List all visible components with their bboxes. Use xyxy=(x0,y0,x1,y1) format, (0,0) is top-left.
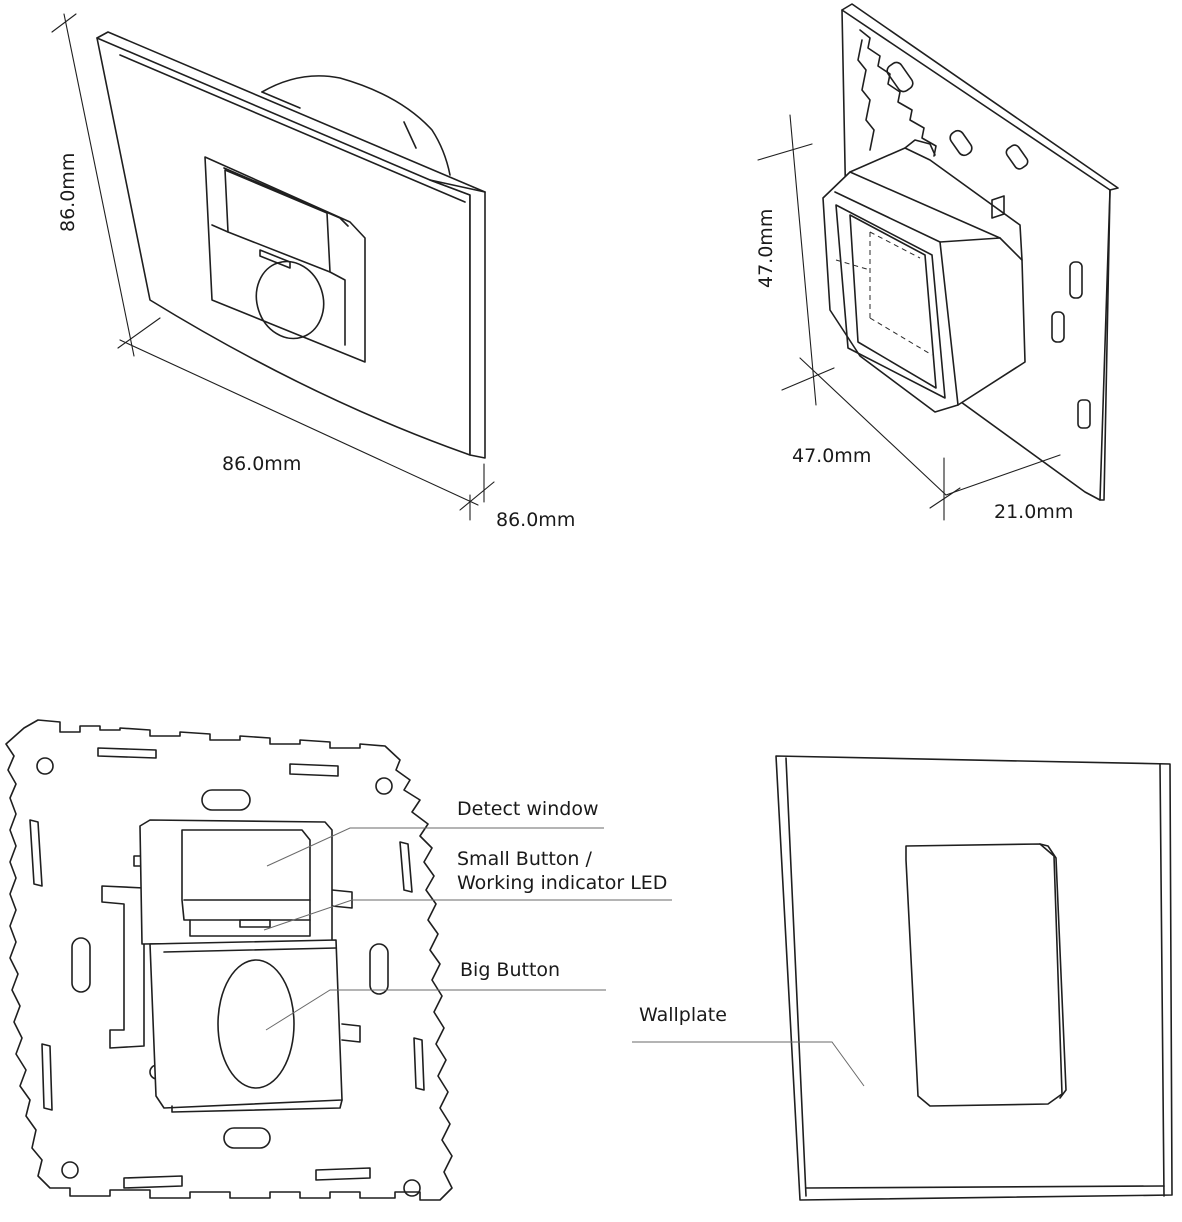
dim-front-width: 86.0mm xyxy=(222,453,301,475)
label-detect-window: Detect window xyxy=(457,798,598,820)
label-small-button-line2: Working indicator LED xyxy=(457,872,667,894)
label-small-button-line1: Small Button / xyxy=(457,848,592,870)
dim-front-depth: 86.0mm xyxy=(496,509,575,531)
dim-back-height: 47.0mm xyxy=(755,209,777,288)
dim-front-height: 86.0mm xyxy=(57,153,79,232)
label-big-button: Big Button xyxy=(460,959,560,981)
front-isometric-view xyxy=(51,13,495,521)
label-wallplate: Wallplate xyxy=(639,1004,727,1026)
back-isometric-view xyxy=(757,3,1119,521)
dim-back-depth: 21.0mm xyxy=(994,501,1073,523)
dim-back-width: 47.0mm xyxy=(792,445,871,467)
module-front-view xyxy=(5,719,672,1201)
wallplate-view xyxy=(632,755,1173,1201)
